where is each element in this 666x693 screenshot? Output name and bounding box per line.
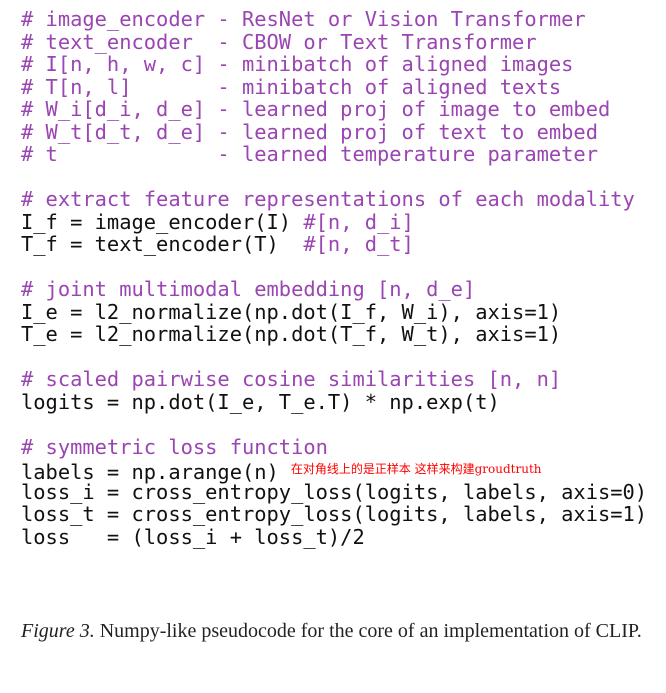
code-line: loss_i = cross_entropy_loss(logits, labe… [21, 479, 661, 504]
code-comment: # joint multimodal embedding [n, d_e] [21, 277, 476, 301]
code-comment: # text_encoder - CBOW or Text Transforme… [21, 29, 537, 54]
code-line: I_e = l2_normalize(np.dot(I_f, W_i), axi… [21, 299, 661, 324]
code-text: T_f = text_encoder(T) [21, 232, 304, 256]
figure-label: Figure 3. [21, 620, 95, 642]
code-line: # I[n, h, w, c] - minibatch of aligned i… [21, 53, 661, 76]
code-comment: #[n, d_t] [303, 232, 414, 256]
code-line: loss = (loss_i + loss_t)/2 [21, 524, 661, 549]
code-line: loss_t = cross_entropy_loss(logits, labe… [21, 503, 661, 526]
code-text: loss = (loss_i + loss_t)/2 [21, 524, 365, 549]
code-line [21, 413, 661, 436]
code-line: I_f = image_encoder(I) #[n, d_i] [21, 209, 661, 234]
code-comment: #[n, d_i] [303, 209, 414, 234]
code-text: logits = np.dot(I_e, T_e.T) * np.exp(t) [21, 389, 500, 414]
code-comment: # T[n, l] - minibatch of aligned texts [21, 74, 562, 99]
code-comment: # scaled pairwise cosine similarities [n… [21, 367, 562, 391]
code-line: # t - learned temperature parameter [21, 143, 661, 166]
code-line: labels = np.arange(n) 在对角线上的是正样本 这样来构建gro… [21, 458, 661, 484]
code-text: T_e = l2_normalize(np.dot(T_f, W_t), axi… [21, 322, 562, 346]
code-text: I_e = l2_normalize(np.dot(I_f, W_i), axi… [21, 299, 562, 324]
code-text: labels = np.arange(n) [21, 460, 279, 484]
code-line: T_e = l2_normalize(np.dot(T_f, W_t), axi… [21, 323, 661, 346]
code-comment: # symmetric loss function [21, 434, 328, 459]
code-line: # T[n, l] - minibatch of aligned texts [21, 74, 661, 99]
figure-caption: Figure 3. Numpy-like pseudocode for the … [21, 617, 647, 646]
code-line: # W_t[d_t, d_e] - learned proj of text t… [21, 119, 661, 144]
code-line [21, 346, 661, 369]
code-line: # text_encoder - CBOW or Text Transforme… [21, 29, 661, 54]
code-line: T_f = text_encoder(T) #[n, d_t] [21, 233, 661, 256]
caption-text: Numpy-like pseudocode for the core of an… [94, 620, 642, 642]
code-text: loss_t = cross_entropy_loss(logits, labe… [21, 502, 648, 526]
code-comment: # W_t[d_t, d_e] - learned proj of text t… [21, 119, 598, 144]
code-comment: # W_i[d_i, d_e] - learned proj of image … [21, 97, 611, 121]
code-line [21, 256, 661, 279]
code-comment: # I[n, h, w, c] - minibatch of aligned i… [21, 52, 574, 76]
code-line [21, 166, 661, 189]
code-text: I_f = image_encoder(I) [21, 209, 304, 234]
code-line: # extract feature representations of eac… [21, 188, 661, 211]
code-line: # joint multimodal embedding [n, d_e] [21, 278, 661, 301]
handwritten-annotation: 在对角线上的是正样本 这样来构建groudtruth [290, 462, 542, 476]
code-line: logits = np.dot(I_e, T_e.T) * np.exp(t) [21, 389, 661, 414]
code-line: # symmetric loss function [21, 434, 661, 459]
code-comment: # image_encoder - ResNet or Vision Trans… [21, 7, 586, 31]
code-comment: # t - learned temperature parameter [21, 142, 598, 166]
code-text: loss_i = cross_entropy_loss(logits, labe… [21, 479, 648, 504]
code-line: # W_i[d_i, d_e] - learned proj of image … [21, 98, 661, 121]
code-line: # image_encoder - ResNet or Vision Trans… [21, 8, 661, 31]
pseudocode-block: # image_encoder - ResNet or Vision Trans… [21, 8, 661, 548]
code-comment: # extract feature representations of eac… [21, 187, 635, 211]
code-line: # scaled pairwise cosine similarities [n… [21, 368, 661, 391]
